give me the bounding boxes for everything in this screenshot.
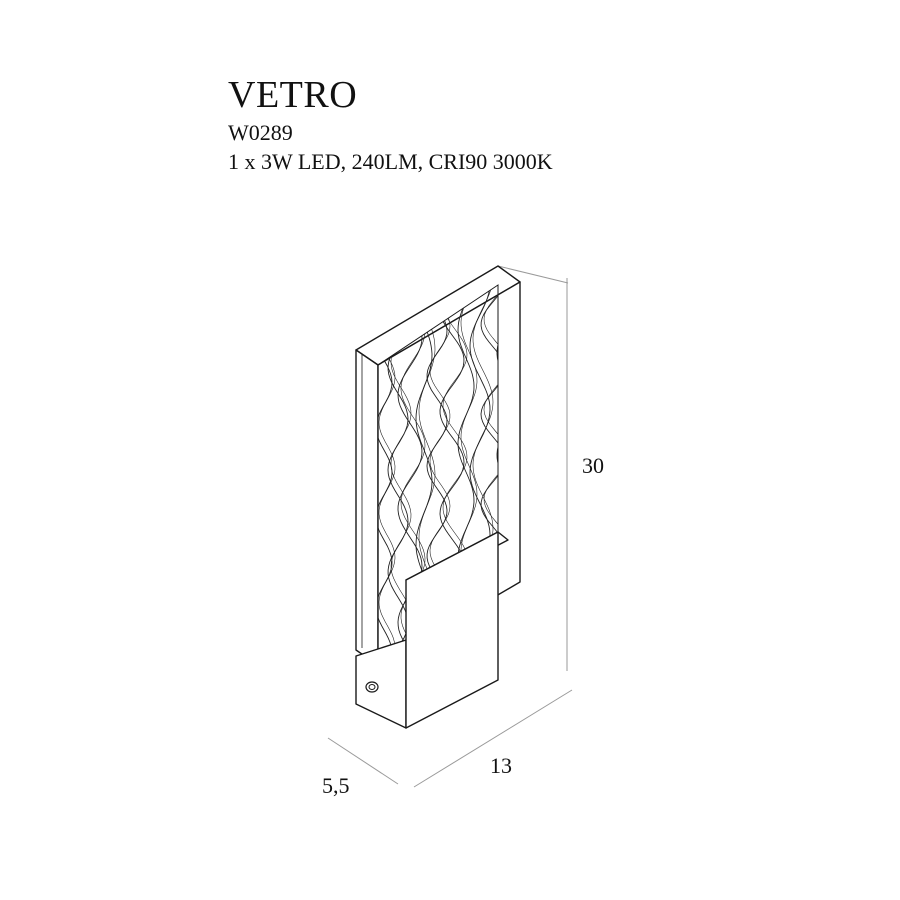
base-left-side [355,639,407,729]
base-front-face [405,531,499,729]
product-header: VETRO W0289 1 x 3W LED, 240LM, CRI90 300… [228,72,553,176]
wave-line [397,285,423,665]
panel-left-edge [355,349,379,666]
product-spec: 1 x 3W LED, 240LM, CRI90 3000K [228,149,553,174]
product-name: VETRO [228,74,358,116]
wave-line [378,285,393,665]
dimension-width: 13 [490,753,512,778]
wave-line-companion [400,285,426,665]
dimension-depth: 5,5 [322,773,350,798]
dimension-height: 30 [582,453,604,478]
switch-icon [365,681,379,693]
product-code: W0289 [228,120,293,145]
base-block [355,531,509,729]
dimension-lines [327,265,573,788]
